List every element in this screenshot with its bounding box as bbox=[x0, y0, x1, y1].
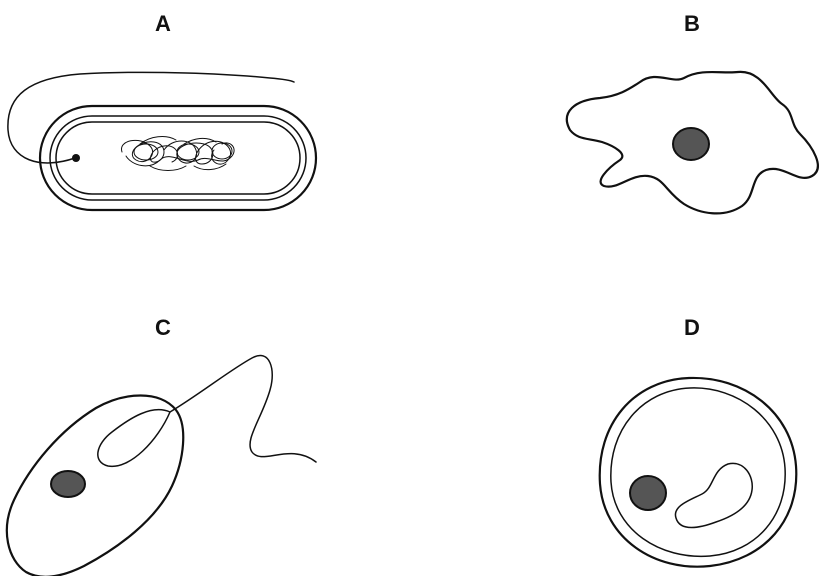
flagellate-body bbox=[7, 396, 183, 576]
bacterium-nucleoid bbox=[122, 137, 235, 171]
bacterium-cell bbox=[8, 72, 316, 210]
cyst-inner-wall bbox=[611, 388, 785, 556]
amoeba-nucleus bbox=[673, 128, 709, 160]
cyst-outer-wall bbox=[600, 378, 797, 567]
flagellate-cell bbox=[7, 356, 316, 576]
flagellate-undulating-membrane bbox=[98, 410, 170, 467]
cyst-nucleus bbox=[630, 476, 666, 510]
flagellate-nucleus bbox=[51, 471, 85, 497]
flagellum-basal-body bbox=[72, 154, 80, 162]
cyst-vacuole bbox=[675, 463, 752, 527]
amoeba-cell bbox=[567, 72, 818, 214]
flagellate-flagellum bbox=[170, 356, 316, 462]
cyst-cell bbox=[600, 378, 797, 567]
